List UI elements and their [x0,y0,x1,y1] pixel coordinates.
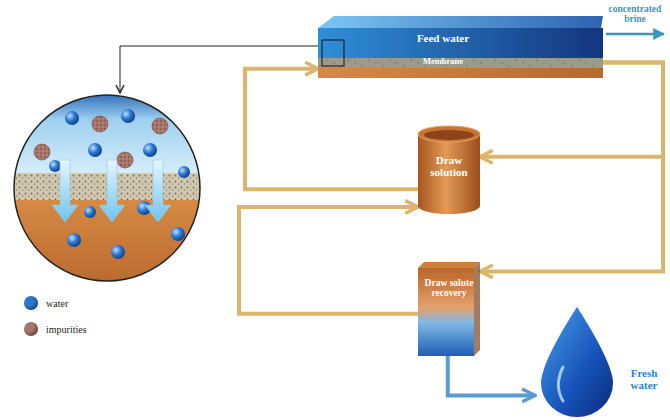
module-top-face [318,16,603,28]
tank-body [418,134,480,206]
legend-item: impurities [24,322,87,336]
recovery-unit: Draw solute recovery [418,262,480,356]
membrane-label: Membrane [368,57,518,66]
outlet-label: concentrated brine [603,5,667,25]
unit-side [474,262,480,356]
legend-swatch [24,322,38,336]
tank-label: Draw solution [419,154,479,178]
zoom-outline [14,95,200,281]
legend-text: water [46,298,68,309]
feed-channel [318,28,603,58]
recovery-unit-shape [418,262,480,356]
membrane-module-shape [318,16,603,78]
flow-connector [245,69,418,190]
fresh-water-drop-shape [535,305,667,418]
water-molecules [49,109,190,259]
tank-top [418,126,480,142]
flow-connector [480,63,663,272]
flow-connector [448,356,535,395]
draw-channel [318,68,603,78]
legend-text: impurities [46,324,87,335]
zoom-marker [322,40,344,66]
tank-bottom [418,198,480,214]
flow-connector [239,207,418,314]
drop-highlight [559,367,564,401]
unit-top-face [418,262,480,268]
product-label: Fresh water [623,367,665,391]
water-drop [541,307,613,417]
brine-arrow [606,33,664,36]
fresh-water-drop: Fresh water [535,305,667,418]
zoom-view [10,90,210,290]
tank-opening [424,130,474,140]
stream-label: Feed water [368,32,518,44]
draw-solution-tank: Draw solution [418,126,480,214]
impurity-particles [34,95,177,168]
unit-label: Draw solute recovery [419,278,479,299]
legend-swatch [24,296,38,310]
membrane-module: Feed waterMembrane [318,16,603,78]
legend-item: water [24,296,68,310]
membrane-layer [318,58,603,68]
flow-arrows [52,160,171,222]
